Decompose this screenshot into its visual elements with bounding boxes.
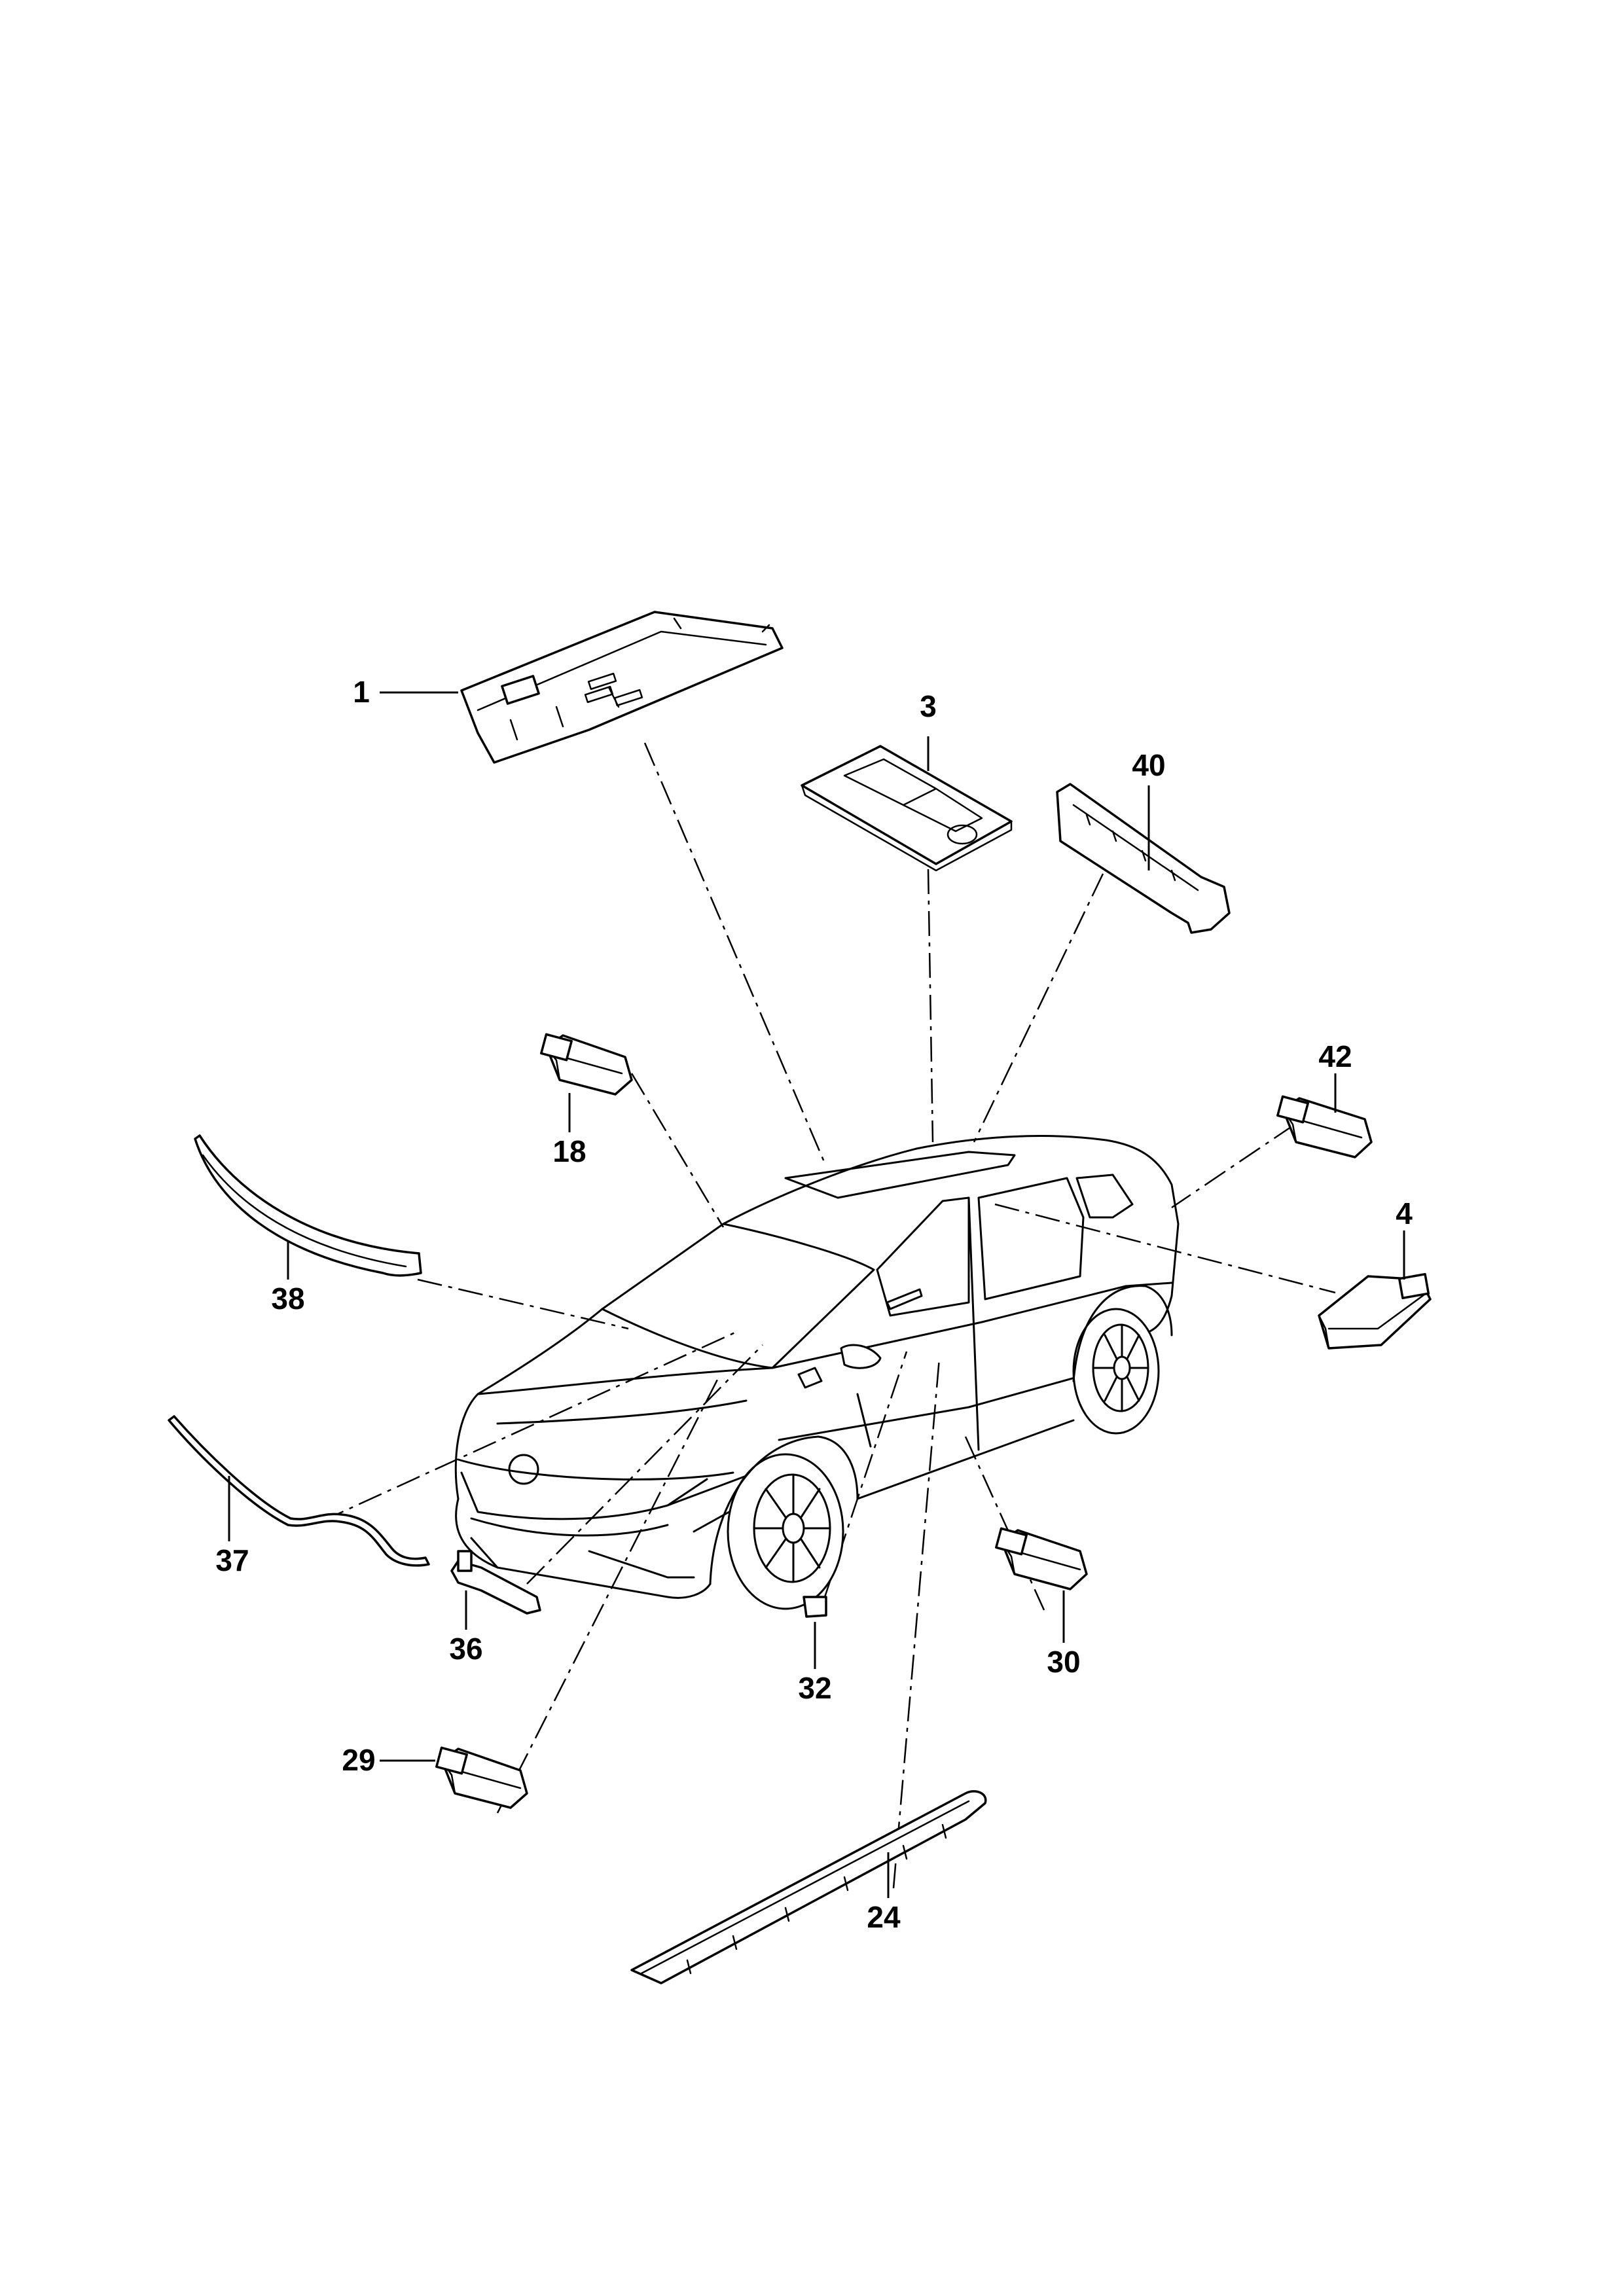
callout-3: 3 xyxy=(920,689,937,723)
part-42-lamp xyxy=(1276,1073,1373,1158)
callout-4: 4 xyxy=(1396,1196,1413,1230)
callout-38: 38 xyxy=(271,1282,304,1316)
part-38-seal-strip xyxy=(194,1134,422,1280)
part-40-trim-strip xyxy=(1056,783,1231,934)
vehicle-illustration xyxy=(454,1135,1180,1610)
part-18-lamp xyxy=(540,1033,633,1132)
part-36-bracket xyxy=(450,1550,541,1630)
callout-36: 36 xyxy=(449,1632,482,1666)
part-4-lamp xyxy=(1318,1230,1432,1350)
callout-18: 18 xyxy=(552,1134,586,1168)
part-32-pad xyxy=(803,1596,827,1669)
callout-37: 37 xyxy=(215,1543,249,1577)
part-3-interior-light xyxy=(801,736,1013,872)
part-29-lamp xyxy=(380,1746,528,1809)
callout-labels: 1 3 40 42 4 18 38 37 36 32 30 29 24 xyxy=(215,675,1413,1934)
callout-42: 42 xyxy=(1318,1039,1352,1073)
part-37-hose xyxy=(168,1415,430,1567)
callout-32: 32 xyxy=(798,1671,831,1705)
part-1-roof-console xyxy=(380,611,784,764)
part-30-lamp xyxy=(995,1527,1088,1643)
callout-40: 40 xyxy=(1132,748,1165,782)
callout-30: 30 xyxy=(1047,1645,1080,1679)
callout-1: 1 xyxy=(353,675,370,709)
callout-29: 29 xyxy=(342,1743,375,1777)
part-24-sill-strip xyxy=(630,1790,987,1984)
connector-lines xyxy=(320,742,1336,1889)
callout-24: 24 xyxy=(867,1900,901,1934)
